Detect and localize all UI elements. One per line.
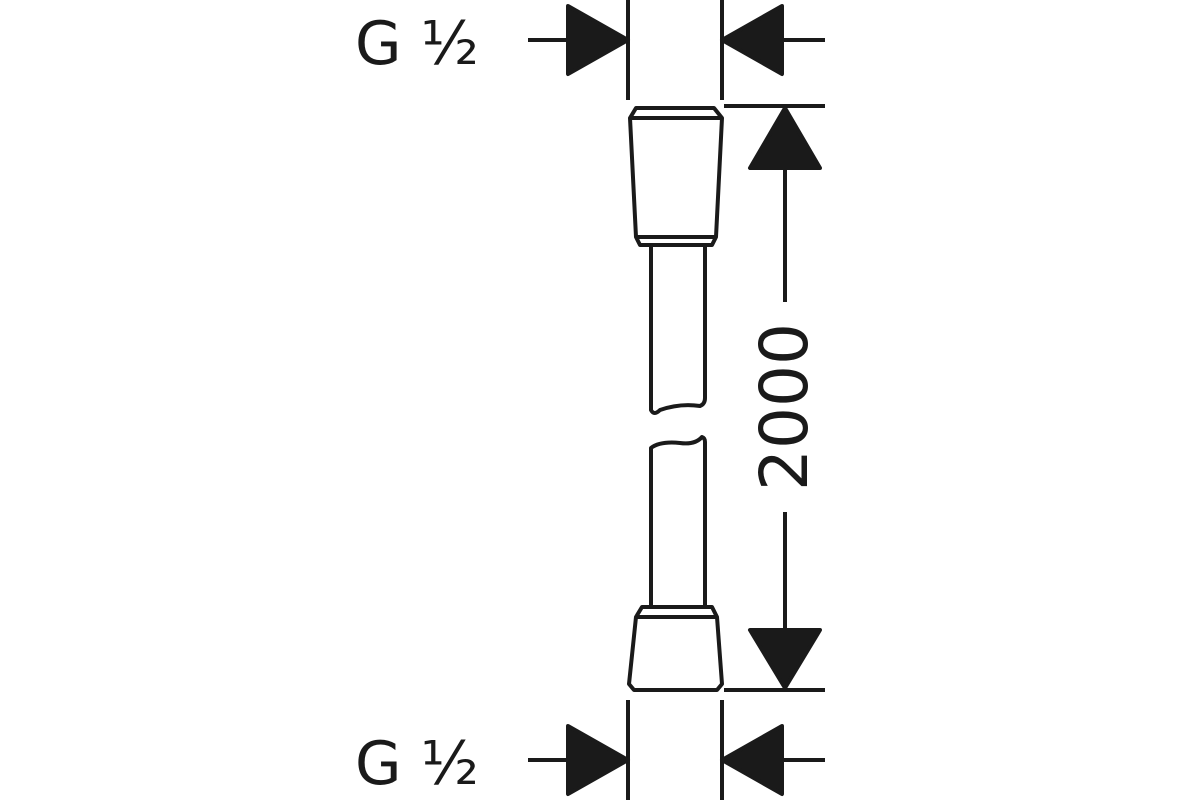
length-dimension xyxy=(724,104,825,692)
arrow-right-icon xyxy=(566,4,630,76)
arrow-up-icon xyxy=(748,106,822,170)
bottom-thread-dimension xyxy=(528,700,825,800)
top-fitting xyxy=(628,106,724,247)
arrow-left-icon xyxy=(720,724,784,796)
hose xyxy=(649,245,707,607)
length-value: 2000 xyxy=(746,323,823,491)
arrow-down-icon xyxy=(748,628,822,690)
arrow-right-icon xyxy=(566,724,630,796)
bottom-fitting xyxy=(627,605,724,692)
arrow-left-icon xyxy=(720,4,784,76)
top-thread-label: G ½ xyxy=(355,9,479,79)
bottom-thread-label: G ½ xyxy=(355,729,479,799)
top-thread-dimension xyxy=(528,0,825,100)
